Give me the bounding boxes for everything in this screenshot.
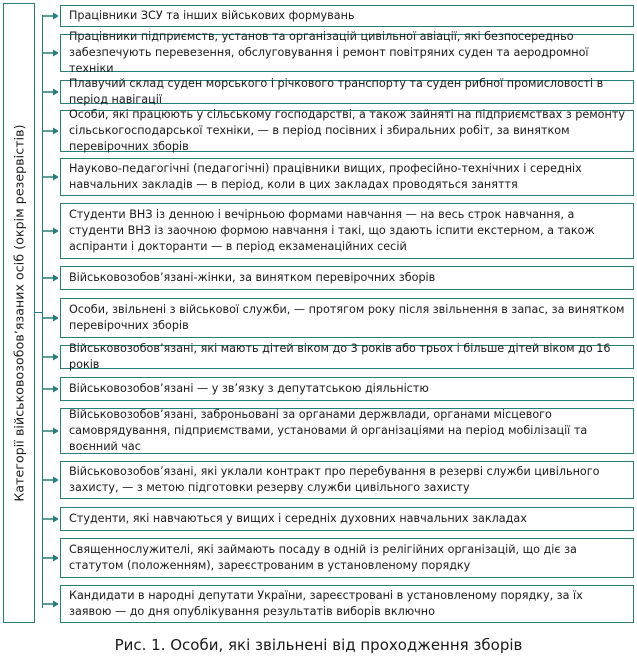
item-text: Науково-педагогічні (педагогічні) праців…: [69, 162, 582, 191]
arrow-head-icon: [53, 227, 58, 235]
item-box-7: Військовозобов’язані-жінки, за винятком …: [60, 266, 634, 290]
item-text: Військовозобов’язані — у зв’язку з депут…: [69, 382, 429, 395]
diagram-spine: [42, 15, 43, 608]
item-text: Працівники ЗСУ та інших військових форму…: [69, 9, 355, 22]
root-category-label: Категорії військовозобов’язаних осіб (ок…: [11, 124, 27, 502]
item-box-8: Особи, звільнені з військової служби, — …: [60, 298, 634, 338]
arrow-connector: [42, 227, 58, 235]
arrow-connector: [42, 600, 58, 608]
item-box-11: Військовозобов’язані, заброньовані за ор…: [60, 408, 634, 454]
arrow-connector: [42, 427, 58, 435]
item-text: Кандидати в народні депутати України, за…: [69, 589, 583, 618]
arrow-head-icon: [53, 385, 58, 393]
item-box-9: Військовозобов’язані, які мають дітей ві…: [60, 342, 634, 371]
arrow-connector: [42, 127, 58, 135]
item-text: Студенти, які навчаються у вищих і серед…: [69, 512, 527, 525]
item-text: Студенти ВНЗ із денною і вечірньою форма…: [69, 208, 595, 253]
arrow-connector: [42, 385, 58, 393]
item-box-12: Військовозобов’язані, які уклали контрак…: [60, 461, 634, 499]
arrow-connector: [42, 314, 58, 322]
item-text: Особи, які працюють у сільському господа…: [69, 108, 625, 153]
arrow-head-icon: [53, 314, 58, 322]
arrow-connector: [42, 173, 58, 181]
arrow-connector: [42, 49, 58, 57]
item-text: Особи, звільнені з військової служби, — …: [69, 303, 625, 332]
arrow-connector: [42, 554, 58, 562]
arrow-head-icon: [53, 88, 58, 96]
item-box-1: Працівники ЗСУ та інших військових форму…: [60, 5, 634, 27]
item-box-2: Працівники підприємств, установ та орган…: [60, 30, 634, 75]
item-box-3: Плавучий склад суден морського і річково…: [60, 77, 634, 106]
arrow-head-icon: [53, 274, 58, 282]
arrow-connector: [42, 274, 58, 282]
root-category-box: Категорії військовозобов’язаних осіб (ок…: [3, 3, 35, 623]
arrow-connector: [42, 515, 58, 523]
arrow-connector: [42, 476, 58, 484]
arrow-head-icon: [53, 49, 58, 57]
arrow-head-icon: [53, 353, 58, 361]
item-box-6: Студенти ВНЗ із денною і вечірньою форма…: [60, 203, 634, 259]
item-box-5: Науково-педагогічні (педагогічні) праців…: [60, 158, 634, 196]
arrow-connector: [42, 88, 58, 96]
item-text: Священнослужителі, які займають посаду в…: [69, 543, 577, 572]
arrow-head-icon: [53, 173, 58, 181]
item-text: Військовозобов’язані, які мають дітей ві…: [69, 342, 611, 371]
arrow-head-icon: [53, 476, 58, 484]
root-connector: [34, 312, 42, 313]
item-box-14: Священнослужителі, які займають посаду в…: [60, 538, 634, 578]
arrow-head-icon: [53, 515, 58, 523]
item-box-13: Студенти, які навчаються у вищих і серед…: [60, 507, 634, 531]
item-text: Військовозобов’язані-жінки, за винятком …: [69, 271, 436, 284]
arrow-head-icon: [53, 127, 58, 135]
arrow-head-icon: [53, 12, 58, 20]
arrow-head-icon: [53, 554, 58, 562]
item-box-4: Особи, які працюють у сільському господа…: [60, 108, 634, 153]
item-text: Військовозобов’язані, заброньовані за ор…: [69, 408, 588, 453]
figure-caption: Рис. 1. Особи, які звільнені від проходж…: [114, 636, 523, 654]
arrow-head-icon: [53, 427, 58, 435]
arrow-head-icon: [53, 600, 58, 608]
arrow-connector: [42, 353, 58, 361]
item-box-10: Військовозобов’язані — у зв’язку з депут…: [60, 377, 634, 401]
arrow-connector: [42, 12, 58, 20]
item-box-15: Кандидати в народні депутати України, за…: [60, 585, 634, 623]
item-text: Плавучий склад суден морського і річково…: [69, 77, 604, 106]
item-text: Працівники підприємств, установ та орган…: [69, 30, 589, 75]
item-text: Військовозобов’язані, які уклали контрак…: [69, 465, 600, 494]
